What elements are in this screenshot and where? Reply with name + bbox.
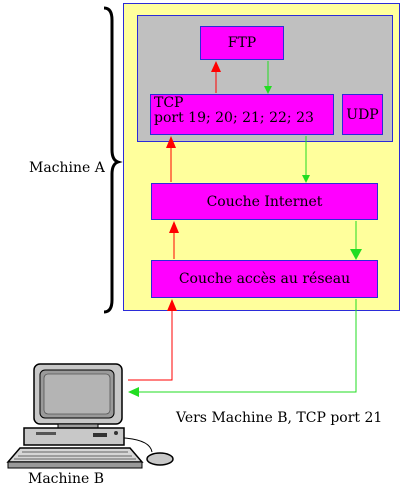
ftp-label: FTP — [227, 35, 257, 51]
tcp-ports-label: port 19; 20; 21; 22; 23 — [154, 110, 314, 126]
machine-a-label: Machine A — [29, 160, 105, 176]
red-arrow-machine-b-to-network — [128, 299, 177, 381]
internet-layer-label: Couche Internet — [206, 193, 323, 210]
red-arrow-network-to-internet — [169, 221, 179, 259]
connection-label: Vers Machine B, TCP port 21 — [176, 410, 383, 426]
ftp-box: FTP — [200, 26, 284, 60]
tcp-box: TCP port 19; 20; 21; 22; 23 — [150, 94, 334, 135]
tcp-label: TCP — [154, 95, 184, 111]
internet-layer-box: Couche Internet — [151, 183, 378, 220]
udp-label: UDP — [346, 106, 379, 123]
green-arrow-ftp-to-tcp — [264, 61, 272, 94]
red-arrow-internet-to-tcp — [166, 136, 176, 182]
network-access-layer-label: Couche accès au réseau — [178, 271, 351, 287]
green-arrow-internet-to-network — [350, 221, 362, 260]
network-access-layer-box: Couche accès au réseau — [151, 260, 378, 298]
red-arrow-tcp-to-ftp — [211, 61, 221, 93]
machine-b-label: Machine B — [28, 471, 105, 487]
udp-box: UDP — [342, 94, 383, 135]
green-arrow-tcp-to-internet — [302, 136, 310, 183]
green-arrow-network-to-machine-b — [128, 299, 357, 397]
